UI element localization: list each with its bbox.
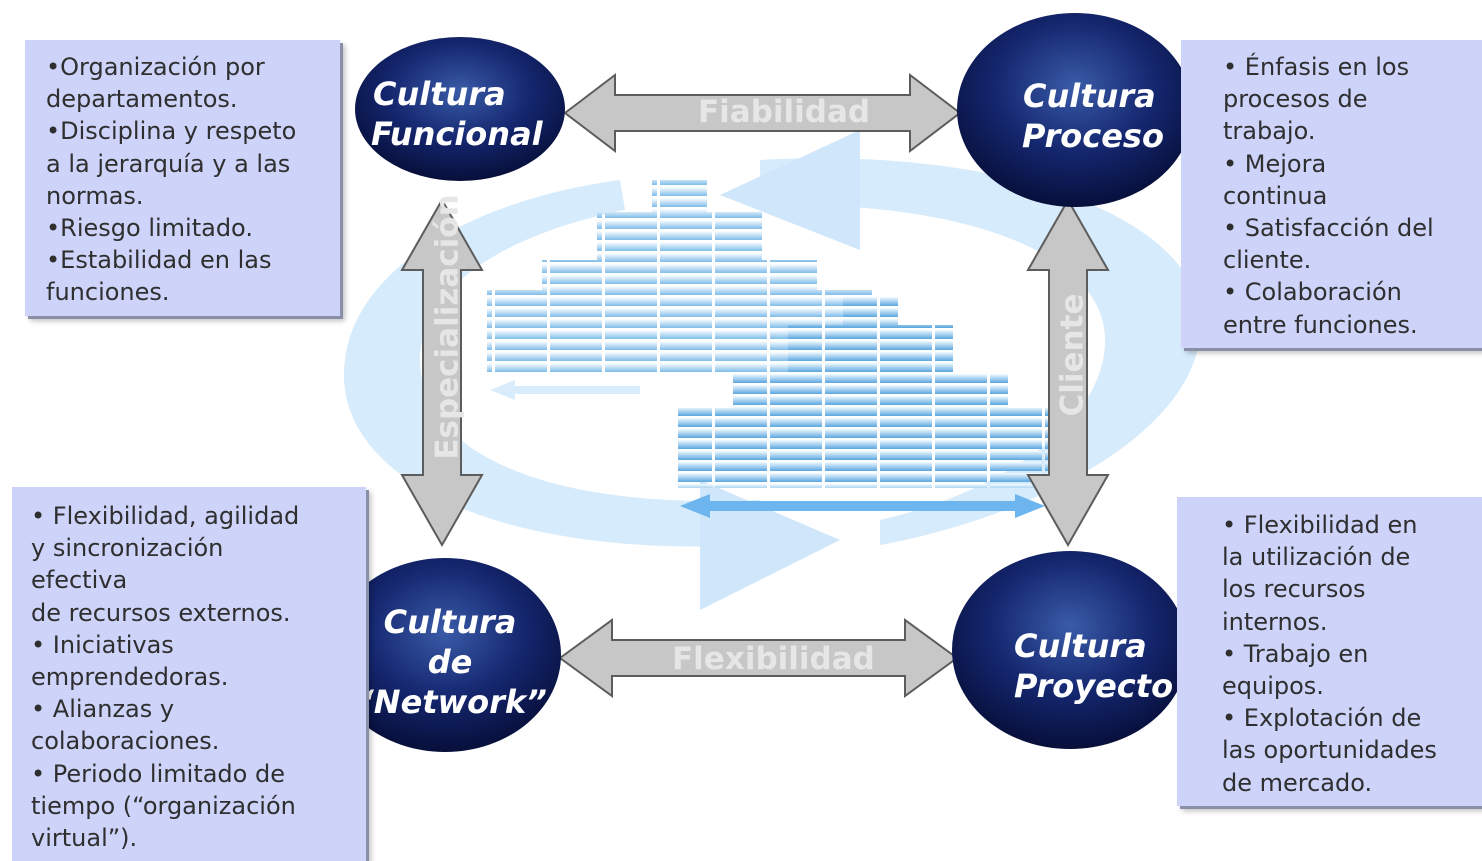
box-line: continua [1223,181,1328,210]
description-box-funcional: •Organización por departamentos. •Discip… [25,40,340,316]
box-line: cliente. [1223,246,1312,275]
box-line: trabajo. [1223,117,1316,146]
tile-bar [898,325,953,488]
node-proyecto-label: Cultura Proyecto [990,626,1190,706]
node-title-line: Cultura [383,603,517,641]
box-line: • Iniciativas [31,630,174,659]
arrow-label-flexibilidad: Flexibilidad [672,641,875,677]
box-line: entre funciones. [1223,310,1418,339]
cycle-arrow-head [720,130,860,250]
tile-bar [487,290,542,375]
arrow-label-fiabilidad: Fiabilidad [698,94,871,130]
box-line: departamentos. [46,85,238,114]
box-line: • Satisfacción del [1223,214,1434,243]
arrow-label-especializacion: Especialización [429,194,466,460]
box-line: colaboraciones. [31,727,220,756]
double-arrow-blue [680,494,1045,518]
tile-bar [542,260,597,375]
tile-bar [733,372,788,488]
box-line: funciones. [46,278,170,307]
box-line: • Mejora [1223,149,1327,178]
node-title-line: “Network” [353,683,547,721]
box-line: y sincronización [31,534,224,563]
box-line: a la jerarquía y a las [46,149,291,178]
box-line: •Riesgo limitado. [46,214,253,243]
node-title-line: Cultura [373,75,506,113]
box-line: efectiva [31,566,128,595]
node-title-line: de [427,643,473,681]
node-title-line: Cultura [1023,77,1156,115]
box-line: tiempo (“organización [31,791,296,820]
box-line: • Colaboración [1223,278,1402,307]
box-line: equipos. [1222,672,1324,701]
node-title-line: Cultura [1014,627,1147,665]
box-line: internos. [1222,607,1328,636]
node-title-line: Proceso [1022,117,1164,155]
box-line: procesos de [1223,85,1368,114]
node-network-label: Cultura de “Network” [340,602,560,722]
node-network [329,558,561,752]
box-line: •Disciplina y respeto [46,117,297,146]
node-funcional [355,37,565,181]
description-box-network: • Flexibilidad, agilidad y sincronizació… [12,487,366,861]
box-line: • Énfasis en los [1223,53,1410,81]
node-title-line: Funcional [371,115,543,153]
tile-bar [788,325,843,488]
box-line: la utilización de [1222,543,1411,572]
box-line: virtual”). [31,824,138,853]
box-line: normas. [46,181,144,210]
tile-bar [953,372,1008,488]
box-line: • Trabajo en [1222,639,1369,668]
box-line: •Organización por [46,53,265,81]
box-line: • Flexibilidad en [1222,511,1418,539]
box-line: las oportunidades [1222,736,1437,765]
small-arrow-left [490,380,640,400]
node-proceso [957,13,1193,207]
tile-bar [678,408,733,488]
tile-bar [597,212,652,375]
node-proceso-label: Cultura Proceso [995,76,1195,156]
box-line: • Flexibilidad, agilidad [31,502,300,530]
arrow-cliente [1026,197,1110,548]
description-box-proyecto: • Flexibilidad en la utilización de los … [1177,497,1482,806]
node-funcional-label: Cultura Funcional [360,74,565,154]
arrow-label-cliente: Cliente [1054,293,1091,417]
tile-bar [707,212,762,375]
tile-bar [843,295,898,488]
box-line: •Estabilidad en las [46,246,272,275]
box-line: los recursos [1222,575,1366,604]
node-title-line: Proyecto [1014,667,1174,705]
cycle-arrow-head [700,480,840,610]
tile-bars [487,180,1048,518]
box-line: • Alianzas y [31,695,175,724]
box-line: de recursos externos. [31,598,291,627]
box-line: • Explotación de [1222,704,1422,733]
node-proyecto [952,551,1188,749]
box-line: • Periodo limitado de [31,759,285,788]
tile-bar [652,180,707,375]
description-box-proceso: • Énfasis en los procesos de trabajo. • … [1181,40,1482,348]
box-line: de mercado. [1222,768,1373,797]
box-line: emprendedoras. [31,663,229,692]
arrow-especializacion [400,197,484,548]
